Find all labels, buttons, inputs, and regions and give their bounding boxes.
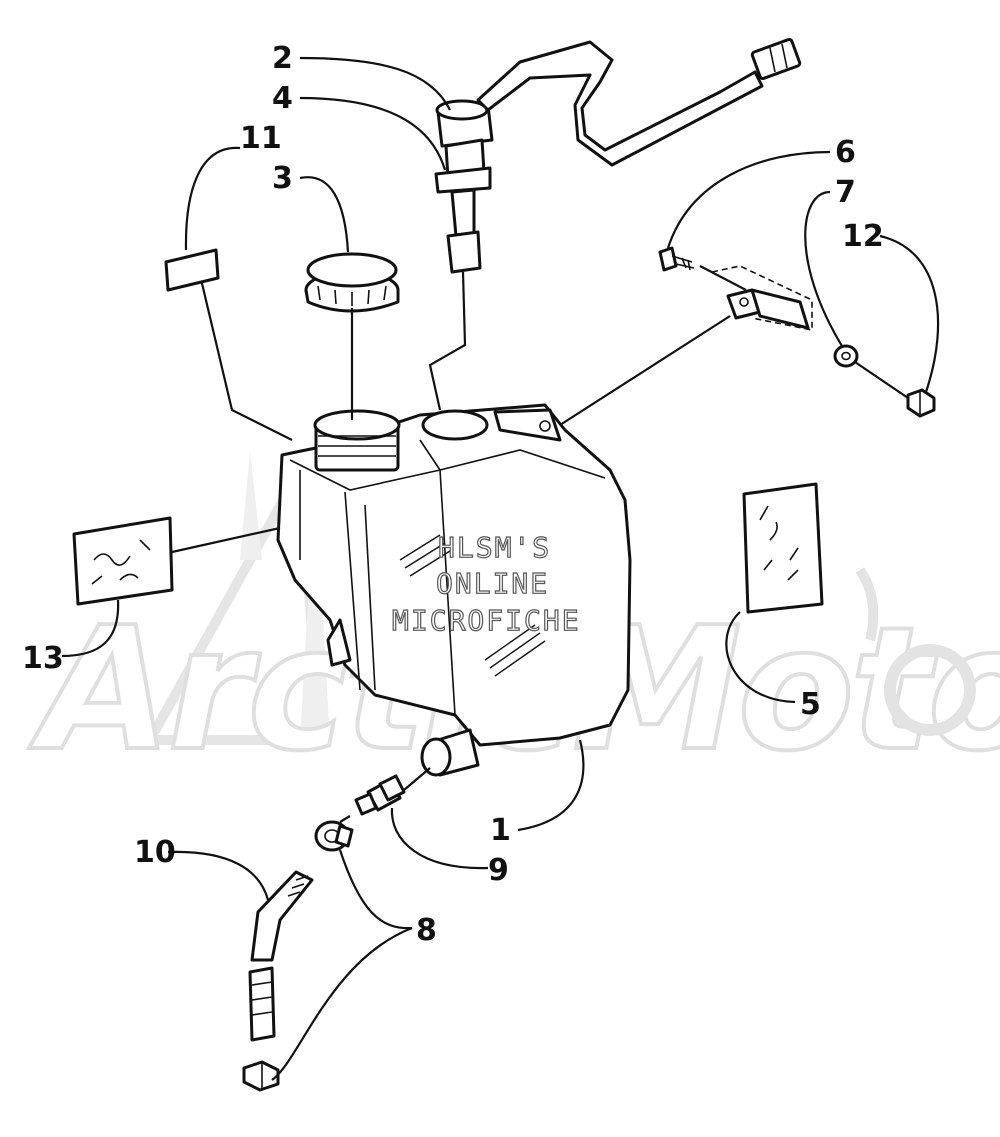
outlet-fitting — [354, 774, 406, 816]
callout-13: 13 — [22, 641, 64, 676]
decal-13-leader — [171, 526, 281, 554]
callout-4: 4 — [272, 81, 293, 116]
callout-8: 8 — [416, 913, 437, 948]
stamp-line-1: HLSM'S — [438, 531, 551, 564]
hose-clamp-upper — [314, 820, 354, 852]
callout-10: 10 — [134, 835, 176, 870]
callout-11: 11 — [240, 121, 282, 156]
hose-clamp-lower — [242, 1060, 280, 1092]
microfiche-stamp: HLSM'S ONLINE MICROFICHE — [391, 530, 581, 637]
callout-12: 12 — [842, 219, 884, 254]
leader-line-11 — [184, 146, 293, 441]
decal-5 — [742, 482, 824, 614]
fuel-hose — [248, 870, 314, 1042]
callout-6: 6 — [835, 135, 856, 170]
bracket-to-tank-leader — [559, 315, 731, 426]
fuel-cap — [304, 252, 400, 313]
fuel-tank — [276, 403, 632, 777]
stamp-line-3: MICROFICHE — [392, 604, 581, 637]
callout-3: 3 — [272, 161, 293, 196]
sender-centerline — [428, 271, 467, 411]
callout-numbers: 2 4 11 3 6 7 12 13 5 1 9 10 8 — [22, 41, 884, 948]
hardware-axis — [699, 265, 909, 399]
fitting-axis — [339, 767, 431, 823]
callout-9: 9 — [488, 853, 509, 888]
stamp-line-2: ONLINE — [436, 567, 549, 600]
leader-lines — [61, 56, 940, 1081]
callout-2: 2 — [272, 41, 293, 76]
wire-harness — [476, 38, 802, 167]
fuel-gauge-sender — [434, 99, 494, 274]
callout-7: 7 — [835, 175, 856, 210]
callout-5: 5 — [800, 687, 821, 722]
mount-hardware — [658, 246, 936, 418]
decal-13 — [72, 516, 174, 606]
callout-1: 1 — [490, 813, 511, 848]
decal-11 — [164, 248, 220, 292]
